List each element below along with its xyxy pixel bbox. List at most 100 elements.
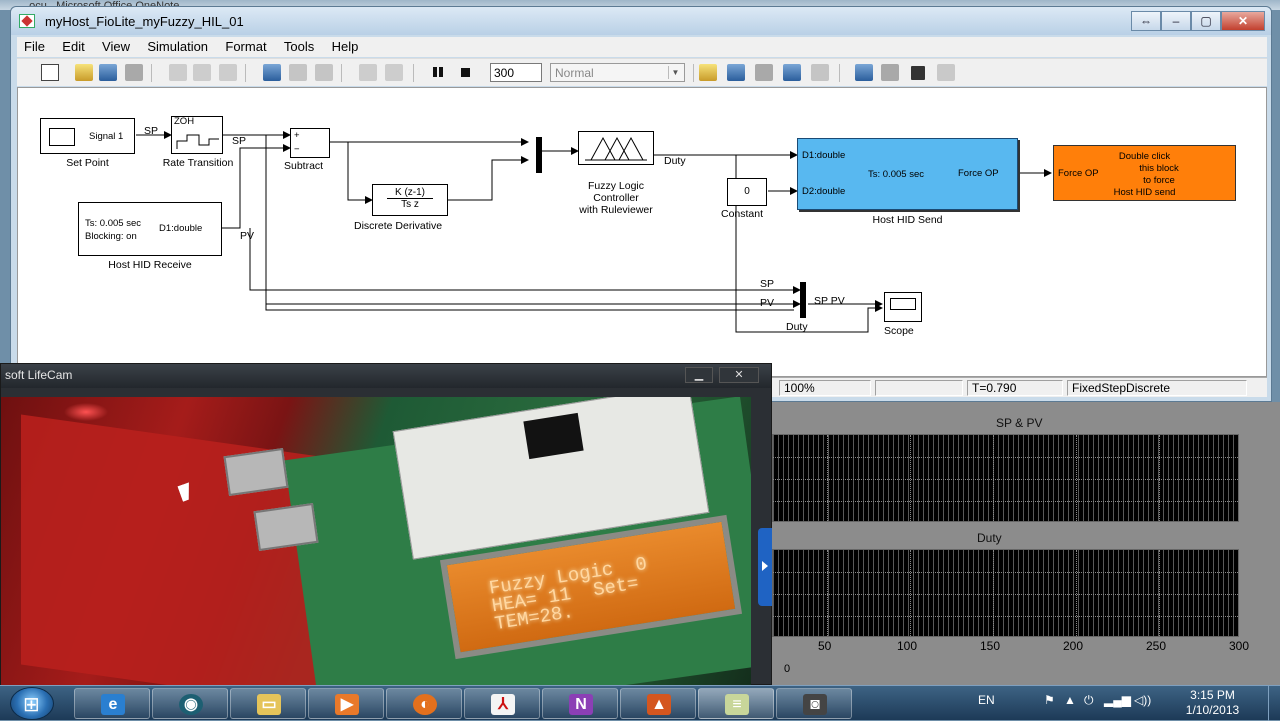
save-icon[interactable] bbox=[99, 64, 117, 81]
window-controls: ⇔ – ▢ ✕ bbox=[1131, 11, 1265, 31]
derivative-numerator: K (z-1) bbox=[387, 187, 433, 199]
set-point-block[interactable]: Signal 1 bbox=[40, 118, 135, 154]
x-tick-300: 300 bbox=[1229, 639, 1250, 653]
constant-label: Constant bbox=[721, 208, 764, 220]
menu-simulation[interactable]: Simulation bbox=[147, 39, 209, 54]
menu-tools[interactable]: Tools bbox=[283, 39, 315, 54]
volume-icon[interactable]: ◁)) bbox=[1134, 693, 1152, 707]
incremental-build-icon[interactable] bbox=[755, 64, 773, 81]
menu-format[interactable]: Format bbox=[225, 39, 267, 54]
webcam-minimize-button[interactable]: ▁ bbox=[685, 367, 713, 383]
scope-block[interactable] bbox=[884, 292, 922, 322]
close-button[interactable]: ✕ bbox=[1221, 11, 1265, 31]
plot-duty[interactable] bbox=[772, 549, 1239, 637]
stop-icon[interactable] bbox=[457, 64, 475, 81]
taskbar-media-player[interactable]: ▶ bbox=[308, 688, 384, 719]
language-indicator[interactable]: EN bbox=[978, 693, 995, 707]
subtract-block[interactable]: + − bbox=[290, 128, 330, 158]
grid-line bbox=[993, 435, 994, 521]
signal-duty-label: Duty bbox=[664, 155, 686, 167]
chevron-up-icon[interactable]: ▲ bbox=[1064, 693, 1076, 707]
maximize-button[interactable]: ▢ bbox=[1191, 11, 1221, 31]
taskbar-acrobat[interactable]: ⅄ bbox=[464, 688, 540, 719]
start-button[interactable] bbox=[10, 687, 54, 720]
webcam-close-button[interactable]: ✕ bbox=[719, 367, 759, 383]
discrete-derivative-block[interactable]: K (z-1) Ts z bbox=[372, 184, 448, 216]
x-zero-label: 0 bbox=[784, 663, 791, 675]
network-icon[interactable]: ▂▄▆ bbox=[1104, 693, 1131, 707]
menu-edit[interactable]: Edit bbox=[62, 39, 85, 54]
taskbar-internet-explorer[interactable]: e bbox=[74, 688, 150, 719]
mux-block[interactable] bbox=[536, 137, 542, 173]
up-arrow-icon[interactable] bbox=[315, 64, 333, 81]
force-op-port-label: Force OP bbox=[1058, 168, 1099, 179]
grid-line bbox=[773, 594, 1238, 595]
webcam-window: soft LifeCam ▁ ✕ Fuzzy Logic 0 HEA= 11 S… bbox=[0, 363, 772, 685]
menu-file[interactable]: File bbox=[24, 39, 45, 54]
show-desktop-button[interactable] bbox=[1268, 686, 1280, 721]
title-bar[interactable]: myHost_FioLite_myFuzzy_HIL_01 ⇔ – ▢ ✕ bbox=[11, 7, 1271, 35]
force-op-block[interactable]: Force OP Double click this block to forc… bbox=[1053, 145, 1236, 201]
webcam-title-bar[interactable]: soft LifeCam ▁ ✕ bbox=[1, 364, 771, 388]
new-model-icon[interactable] bbox=[41, 64, 59, 81]
host-hid-receive-block[interactable]: Ts: 0.005 sec Blocking: on D1:double bbox=[78, 202, 222, 256]
restore-button[interactable]: ⇔ bbox=[1131, 11, 1161, 31]
expand-panel-tab[interactable] bbox=[758, 528, 772, 606]
forward-arrow-icon[interactable] bbox=[289, 64, 307, 81]
signal-sp-out-label: SP bbox=[232, 135, 247, 147]
host-hid-receive-label: Host HID Receive bbox=[108, 259, 192, 271]
undo-icon[interactable] bbox=[359, 64, 377, 81]
plot-sp-pv-title: SP & PV bbox=[996, 416, 1043, 430]
rate-transition-block[interactable]: ZOH bbox=[171, 116, 223, 154]
back-arrow-icon[interactable] bbox=[263, 64, 281, 81]
menu-bar: File Edit View Simulation Format Tools H… bbox=[17, 37, 1267, 57]
minimize-button[interactable]: – bbox=[1161, 11, 1191, 31]
menu-help[interactable]: Help bbox=[331, 39, 359, 54]
copy-icon[interactable] bbox=[193, 64, 211, 81]
simulation-mode-select[interactable]: Normal ▼ bbox=[550, 63, 685, 82]
print-icon[interactable] bbox=[125, 64, 143, 81]
grid-line bbox=[910, 435, 911, 521]
grid-line bbox=[827, 550, 828, 636]
update-diagram-icon[interactable] bbox=[727, 64, 745, 81]
paste-icon[interactable] bbox=[219, 64, 237, 81]
taskbar-clock[interactable]: 3:15 PM 1/10/2013 bbox=[1160, 688, 1265, 718]
model-settings-icon[interactable] bbox=[937, 64, 955, 81]
signal-sp-label: SP bbox=[144, 125, 159, 137]
open-folder-icon[interactable] bbox=[75, 64, 93, 81]
plot-sp-pv[interactable] bbox=[772, 434, 1239, 522]
power-icon[interactable]: ⏻ bbox=[1084, 693, 1094, 707]
menu-view[interactable]: View bbox=[102, 39, 130, 54]
flag-icon[interactable]: ⚑ bbox=[1044, 693, 1055, 707]
debug-icon[interactable] bbox=[811, 64, 829, 81]
taskbar-screen-capture[interactable]: ◉ bbox=[152, 688, 228, 719]
matlab-icon: ▲ bbox=[647, 694, 671, 715]
simulink-window: myHost_FioLite_myFuzzy_HIL_01 ⇔ – ▢ ✕ Fi… bbox=[10, 6, 1272, 402]
redo-icon[interactable] bbox=[385, 64, 403, 81]
library-browser-icon[interactable] bbox=[855, 64, 873, 81]
constant-block[interactable]: 0 bbox=[727, 178, 767, 206]
model-advisor-icon[interactable] bbox=[783, 64, 801, 81]
taskbar-onenote[interactable]: N bbox=[542, 688, 618, 719]
zoh-text: ZOH bbox=[174, 116, 195, 127]
taskbar-file-explorer[interactable]: ▭ bbox=[230, 688, 306, 719]
discrete-derivative-label: Discrete Derivative bbox=[354, 220, 443, 232]
pause-icon[interactable] bbox=[429, 64, 447, 81]
taskbar-firefox[interactable]: ◐ bbox=[386, 688, 462, 719]
toolbar: 300 Normal ▼ bbox=[17, 58, 1267, 86]
scope-mux-block[interactable] bbox=[800, 282, 806, 318]
stop-time-input[interactable]: 300 bbox=[490, 63, 542, 82]
fuzzy-logic-block[interactable] bbox=[578, 131, 654, 165]
subsystem-icon[interactable] bbox=[911, 66, 925, 80]
host-hid-send-block[interactable]: D1:double D2:double Ts: 0.005 sec Force … bbox=[797, 138, 1018, 210]
window-title: myHost_FioLite_myFuzzy_HIL_01 bbox=[45, 14, 244, 29]
cut-icon[interactable] bbox=[169, 64, 187, 81]
build-icon[interactable] bbox=[699, 64, 717, 81]
taskbar-notepad[interactable]: ≡ bbox=[698, 688, 774, 719]
taskbar-camera[interactable]: ◙ bbox=[776, 688, 852, 719]
model-explorer-icon[interactable] bbox=[881, 64, 899, 81]
scope-screen-icon bbox=[890, 298, 916, 310]
model-canvas[interactable]: Signal 1 Set Point SP ZOH Rate Transitio… bbox=[17, 87, 1267, 377]
toolbar-separator bbox=[839, 64, 840, 82]
taskbar-matlab[interactable]: ▲ bbox=[620, 688, 696, 719]
